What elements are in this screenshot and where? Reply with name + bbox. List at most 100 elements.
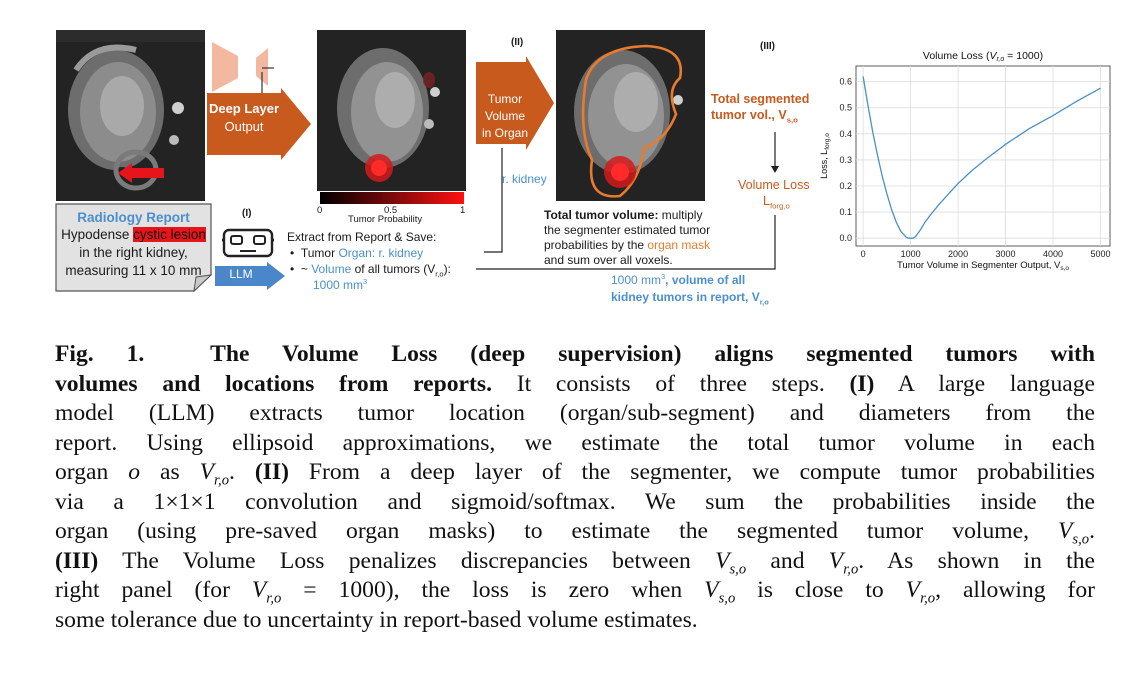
report-volume-line-2: kidney tumors in report, Vr,o (611, 290, 769, 307)
report-line-1-text: Hypodense (61, 227, 134, 242)
caption-step-3: (III) (55, 547, 99, 574)
report-volume-sub: r,o (759, 297, 769, 307)
colorbar-tick-0: 0 (317, 205, 323, 216)
c9-v: V (251, 577, 267, 603)
chart-x-label: Tumor Volume in Segmenter Output, Vs,o (897, 260, 1069, 272)
chart-y-label: Loss, Lforg,o (819, 133, 831, 179)
c5-sub: r,o (214, 473, 229, 489)
caption-line-3: model (LLM) extracts tumor location (org… (55, 400, 1095, 426)
deep-layer-subtitle: Output (224, 119, 264, 134)
c9-eq: = 1000), the loss is zero when (281, 577, 705, 603)
ct-image-input (56, 30, 205, 201)
total-volume-line-1: Total tumor volume: multiply (544, 208, 702, 222)
extract-item-2-sub: r,o (435, 269, 444, 279)
network-icon (212, 42, 274, 102)
colorbar-tick-05: 0.5 (384, 205, 398, 216)
c8-and: and (746, 547, 829, 574)
c8-v1: V (715, 547, 730, 574)
chart-plot-area (855, 65, 1111, 247)
bullet-1: • (290, 246, 301, 260)
lesion-pointer-arrow (118, 163, 164, 183)
c9-end: , allowing for (935, 577, 1095, 603)
deep-layer-arrow (207, 88, 311, 160)
caption-line-8: (III) The Volume Loss penalizes discrepa… (55, 547, 1095, 577)
step-label-i: (I) (242, 208, 252, 219)
c8-sub1: s,o (729, 561, 746, 577)
total-volume-line-4: and sum over all voxels. (544, 253, 673, 267)
chart-y-tick-label: 0.2 (839, 181, 852, 191)
bullet-2: • (290, 262, 301, 276)
caption-l2-end: A large language (874, 370, 1096, 397)
c9-sub3-text: r,o (920, 590, 936, 607)
extract-item-1: • Tumor Organ: r. kidney (290, 246, 423, 260)
extract-item-2-post: of all tumors (V (351, 262, 436, 276)
total-volume-line-3-pre: probabilities by the (544, 238, 648, 252)
caption-title-2: volumes and locations from reports. (55, 370, 492, 397)
c8-sub1-text: s,o (729, 561, 747, 578)
volume-loss-line-1: Volume Loss (738, 178, 810, 192)
extract-heading: Extract from Report & Save: (287, 230, 437, 244)
ct-image-probability (317, 30, 466, 191)
chart-series-line (862, 76, 1101, 239)
c7-end: . (1089, 518, 1095, 544)
colorbar-label: Tumor Probability (348, 214, 423, 225)
report-line-3: measuring 11 x 10 mm (65, 263, 202, 278)
caption-line-10: some tolerance due to uncertainty in rep… (55, 606, 698, 633)
c8-end: . As shown in the (858, 547, 1095, 574)
extract-item-1-value: Organ: r. kidney (338, 246, 424, 260)
c9-v2: V (704, 577, 719, 603)
report-volume-line-1: 1000 mm3, volume of all (611, 273, 745, 287)
report-volume-value: 1000 mm (611, 273, 662, 287)
caption-line-7: organ (using pre-saved organ masks) to e… (55, 517, 1095, 547)
c5-v: V (199, 459, 214, 485)
c5-sub-text: r,o (213, 472, 230, 489)
chart-y-tick-label: 0.5 (839, 103, 852, 113)
step-label-iii: (III) (760, 41, 775, 52)
deep-layer-title: Deep Layer (208, 101, 280, 116)
c9-pre: right panel (for (55, 577, 252, 603)
c8-sub2: r,o (843, 561, 858, 577)
c8-v2: V (828, 547, 844, 574)
caption-step-1: (I) (849, 370, 875, 397)
volume-loss-line-2: Lforg,o (763, 194, 790, 210)
figure-panel: Deep Layer Output 0 0.5 1 Tumor Probabil… (0, 0, 1148, 320)
caption-l2-rest: It consists of three steps. (491, 370, 850, 397)
ct-image-masked (556, 30, 705, 201)
total-volume-bold: Total tumor volume: (544, 208, 659, 222)
c7-sub: s,o (1072, 532, 1089, 548)
llm-arrow (215, 262, 285, 290)
c9-sub2-text: s,o (718, 590, 736, 607)
connector-lines (476, 132, 779, 270)
caption-line-2: volumes and locations from reports. It c… (55, 370, 1095, 400)
segmented-vol-text: tumor vol., V (711, 108, 787, 122)
c9-sub2: s,o (719, 591, 736, 607)
extract-item-2-end: ): (443, 262, 451, 276)
chart-x-tick-label: 1000 (901, 249, 921, 259)
chart-x-tick-label: 2000 (948, 249, 968, 259)
c9-v3: V (905, 577, 921, 603)
caption-line-6: via a 1×1×1 convolution and sigmoid/soft… (55, 488, 1095, 515)
c8-sub2-text: r,o (843, 561, 859, 578)
ct-kidney-drawing (56, 30, 205, 201)
caption-line-1: Fig. 1. The Volume Loss (deep supervisio… (55, 340, 1095, 370)
chart-x-tick-label: 0 (861, 249, 866, 259)
segmented-vol-line-1: Total segmented (711, 92, 810, 106)
ct-masked-drawing (556, 30, 705, 201)
organ-label: r. kidney (502, 172, 547, 186)
caption-line-4: report. Using ellipsoid approximations, … (55, 429, 1095, 456)
c9-sub-text: r,o (266, 590, 282, 607)
tumor-volume-arrow (476, 56, 554, 150)
volume-loss-symbol: L (763, 194, 770, 208)
total-volume-line-3: probabilities by the organ mask (544, 238, 710, 252)
c7-sub-text: s,o (1072, 531, 1090, 548)
c9-sub: r,o (266, 591, 281, 607)
chart-y-tick-label: 0.6 (839, 77, 852, 87)
report-highlight: cystic lesion (133, 227, 206, 242)
chart-y-tick-label: 0.0 (839, 233, 852, 243)
chart-x-tick-label: 3000 (996, 249, 1016, 259)
c7-pre: organ (using pre-saved organ masks) to e… (55, 518, 1058, 544)
c7-v: V (1058, 518, 1073, 544)
caption-fig-label: Fig. 1. (55, 341, 145, 367)
colorbar-tick-1: 1 (460, 205, 466, 216)
